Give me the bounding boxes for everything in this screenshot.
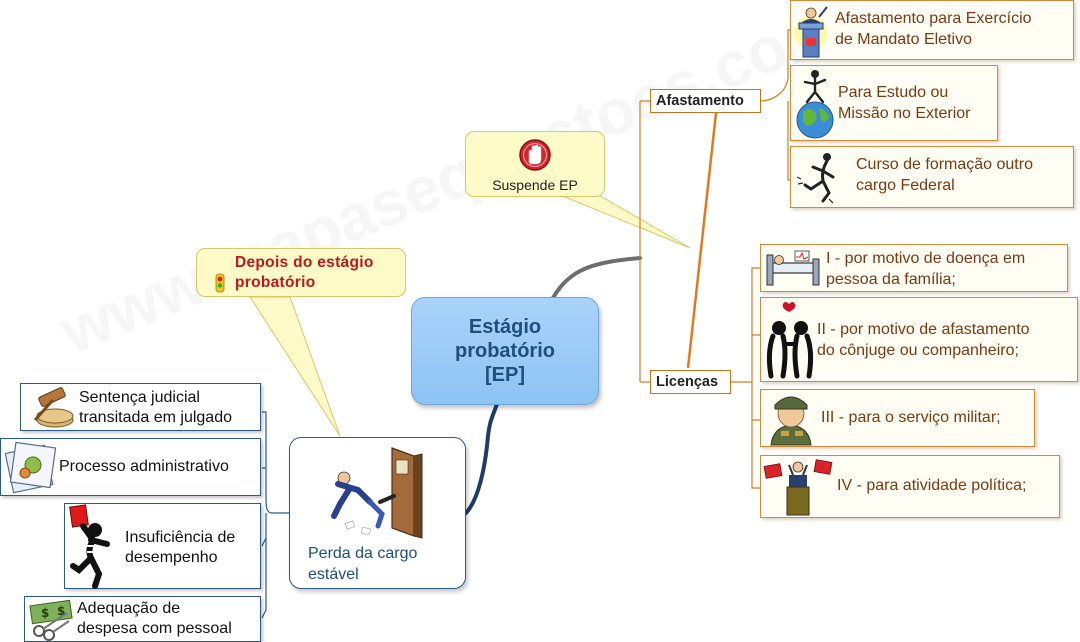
afastamento-item-estudo-label: Para Estudo ou Missão no Exterior	[838, 84, 971, 122]
stop-hand-icon	[519, 139, 551, 171]
depois-callout-tail	[249, 296, 341, 437]
scissors-money-icon: $ $	[29, 599, 73, 641]
gavel-icon	[33, 387, 74, 428]
licencas-item-doenca-label: I - por motivo de doença em pessoa da fa…	[826, 250, 1026, 288]
licencas-item-doenca[interactable]: I - por motivo de doença em pessoa da fa…	[760, 244, 1068, 292]
suspende-label: Suspende EP	[492, 177, 578, 193]
perda-cargo-label: Perda da cargo estável	[308, 545, 418, 583]
licencas-item-militar-label: III - para o serviço militar;	[821, 409, 1001, 426]
licencas-branch-label[interactable]: Licenças	[650, 370, 731, 394]
central-node[interactable]: Estágio probatório [EP]	[411, 297, 599, 405]
licencas-item-conjuge-label: II - por motivo de afastamento do cônjug…	[817, 321, 1030, 359]
afastamento-item-curso-label: Curso de formação outro cargo Federal	[856, 156, 1033, 194]
licencas-item-politica[interactable]: IV - para atividade política;	[760, 455, 1060, 518]
central-to-right-link	[551, 256, 642, 300]
perda-cargo-node[interactable]: Perda da cargo estável	[289, 437, 466, 589]
licencas-item-politica-label: IV - para atividade política;	[837, 477, 1027, 494]
perda-left-branches	[261, 411, 289, 619]
perda-item-sentenca-label: Sentença judicial transitada em julgado	[79, 389, 232, 426]
depois-label: Depois do estágio probatório	[235, 254, 374, 292]
exit-door-icon	[331, 447, 423, 539]
perda-item-insuficiencia[interactable]: Insuficiência de desempenho	[64, 503, 261, 589]
perda-item-sentenca[interactable]: Sentença judicial transitada em julgado	[20, 383, 261, 431]
perda-item-processo-label: Processo administrativo	[59, 458, 229, 475]
podium-speaker-icon	[794, 6, 828, 58]
depois-callout[interactable]: Depois do estágio probatório	[196, 248, 406, 297]
globe-person-icon	[796, 70, 834, 139]
perda-item-despesa-label: Adequação de despesa com pessoal	[77, 600, 232, 637]
running-figure-icon	[796, 153, 835, 204]
central-to-perda-link	[464, 402, 499, 515]
licencas-branches	[731, 267, 760, 489]
afastamento-licencas-diagonal	[686, 112, 718, 369]
svg-text:$: $	[57, 604, 65, 618]
licencas-item-militar[interactable]: III - para o serviço militar;	[760, 389, 1035, 447]
traffic-light-icon	[215, 273, 225, 293]
afastamento-branch-label[interactable]: Afastamento	[650, 89, 761, 113]
licencas-item-conjuge[interactable]: II - por motivo de afastamento do cônjug…	[760, 297, 1078, 382]
afastamento-item-estudo[interactable]: Para Estudo ou Missão no Exterior	[790, 65, 998, 141]
kissing-couple-icon	[766, 302, 814, 379]
afastamento-branches	[759, 29, 792, 181]
soldier-icon	[770, 396, 812, 446]
afastamento-item-mandato-label: Afastamento para Exercício de Mandato El…	[835, 10, 1032, 48]
svg-text:$: $	[41, 606, 49, 620]
afastamento-item-mandato[interactable]: Afastamento para Exercício de Mandato El…	[790, 0, 1074, 60]
referee-red-card-icon	[69, 504, 110, 589]
suspende-callout[interactable]: Suspende EP	[465, 131, 605, 197]
political-rally-icon	[763, 459, 833, 516]
perda-item-despesa[interactable]: $ $ Adequação de despesa com pessoal	[24, 596, 261, 642]
afastamento-item-curso[interactable]: Curso de formação outro cargo Federal	[790, 146, 1074, 208]
perda-item-insuficiencia-label: Insuficiência de desempenho	[125, 529, 236, 566]
perda-item-processo[interactable]: Processo administrativo	[0, 438, 261, 496]
hospital-bed-icon	[766, 250, 820, 286]
process-document-icon	[5, 441, 57, 494]
suspende-callout-tail	[558, 189, 691, 249]
